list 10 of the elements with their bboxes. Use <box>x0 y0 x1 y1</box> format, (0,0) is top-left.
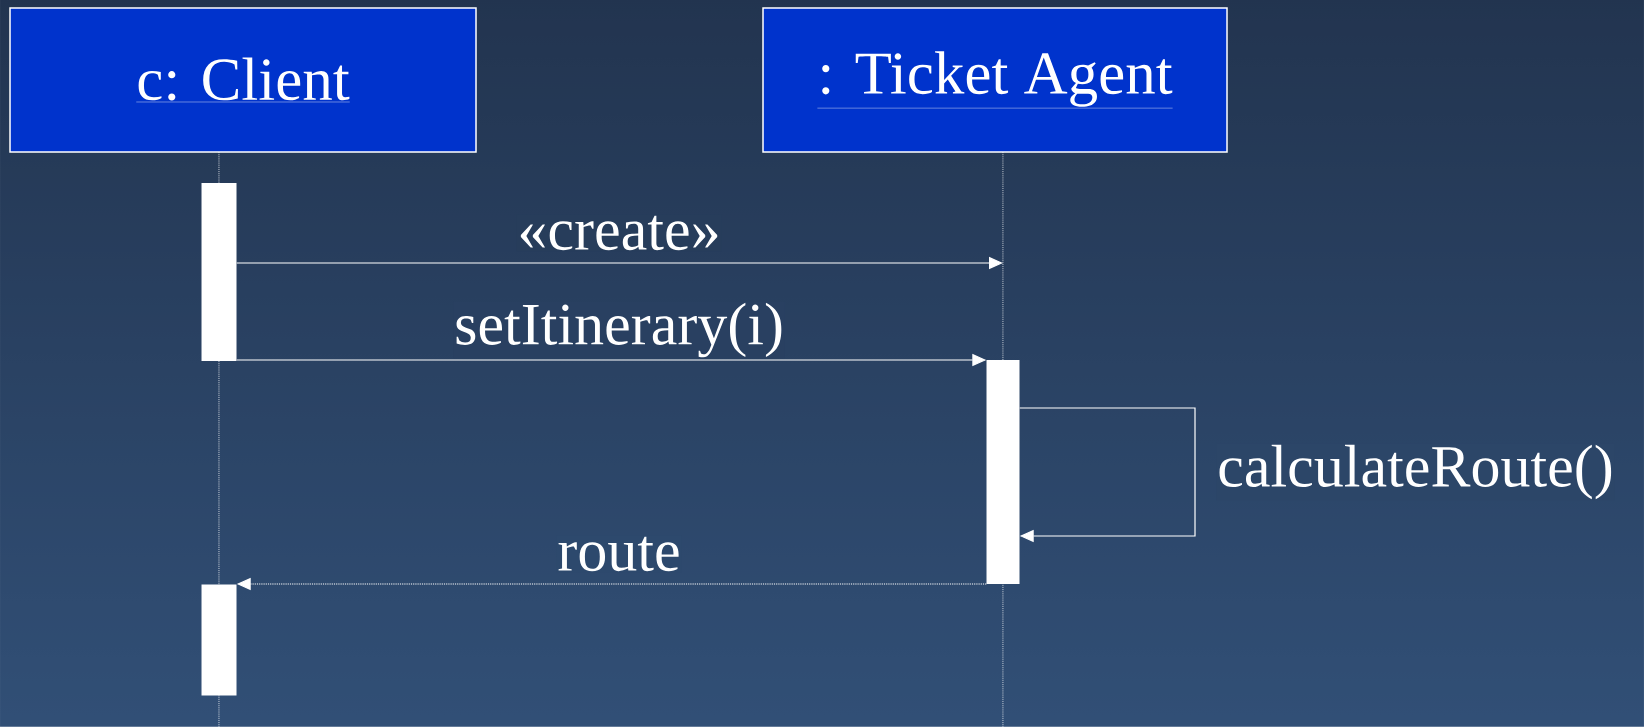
activation-bar <box>986 360 1020 584</box>
activation-bar <box>201 183 237 361</box>
message-label: «create» <box>516 214 722 252</box>
message-arrow <box>1019 407 1196 543</box>
object-box: c: Client <box>9 7 477 153</box>
activation-bar <box>201 584 237 696</box>
message-label: setItinerary(i) <box>453 301 785 359</box>
message-label: route <box>556 535 682 573</box>
object-box: : Ticket Agent <box>762 7 1228 153</box>
message-label: calculateRoute() <box>1216 443 1615 501</box>
